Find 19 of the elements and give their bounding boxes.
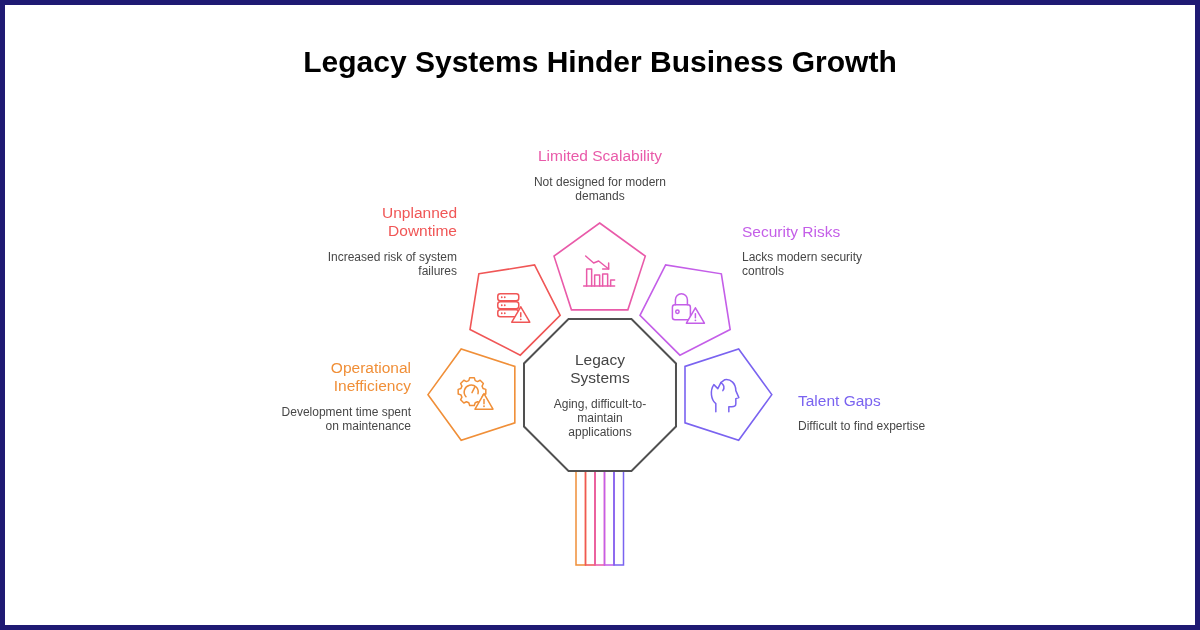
description-text: Increased risk of system failures: [326, 250, 457, 278]
heading-text: Security Risks: [742, 223, 841, 241]
heading-text: Operational Inefficiency: [329, 359, 411, 395]
heading-text: Unplanned Downtime: [381, 204, 457, 240]
description-text: Lacks modern security controls: [742, 250, 864, 278]
title: Legacy Systems Hinder Business Growth: [303, 44, 897, 80]
description-text: Development time spent on maintenance: [280, 405, 411, 433]
octagon-shape: [523, 318, 677, 472]
heading-text: Talent Gaps: [798, 392, 881, 410]
pentagon-shape: [468, 263, 561, 356]
pentagon-shape: [684, 348, 773, 442]
description-text: Not designed for modern demands: [532, 175, 668, 203]
pentagon-shape: [639, 263, 732, 356]
pentagon-shape: [553, 222, 647, 311]
node-heading: Legacy Systems: [569, 351, 631, 387]
description-text: Difficult to find expertise: [798, 419, 926, 433]
node-description: Aging, difficult-to-maintain applications: [552, 397, 648, 439]
pentagon-shape: [427, 348, 516, 442]
heading-text: Limited Scalability: [537, 147, 663, 165]
